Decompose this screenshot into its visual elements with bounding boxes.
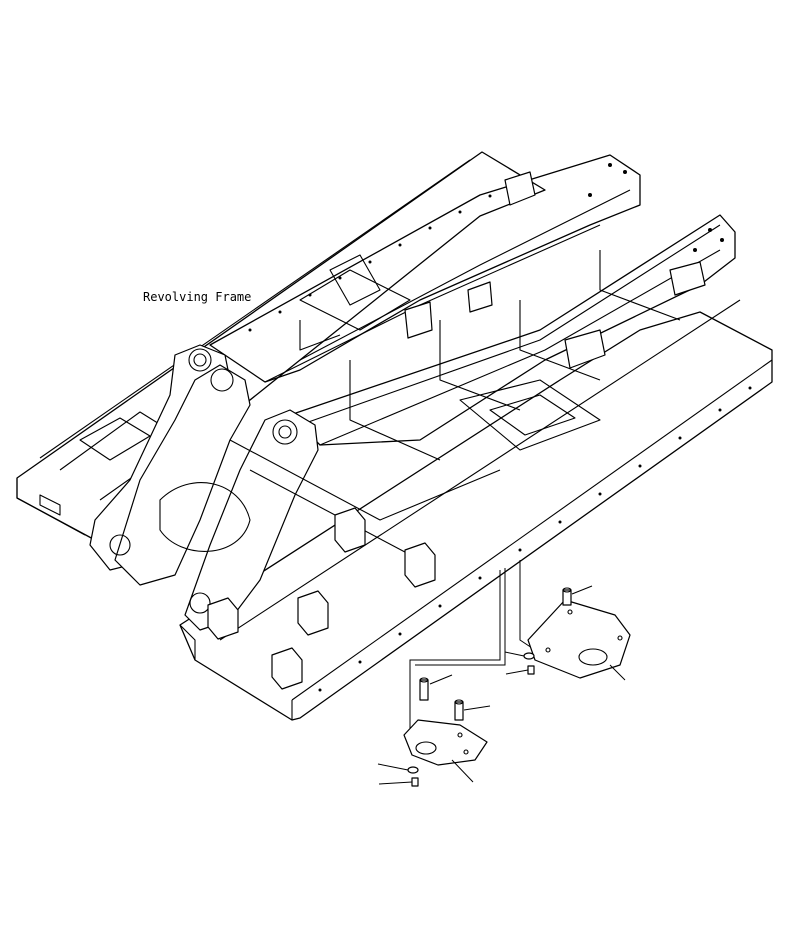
guide-pin-upper-right <box>562 587 572 606</box>
guide-pin-center <box>454 699 464 721</box>
cover-plate-large <box>527 599 631 679</box>
revolving-frame <box>16 151 773 721</box>
bolt-left <box>411 777 419 787</box>
guide-pin-left <box>419 677 429 701</box>
revolving-frame-label: Revolving Frame <box>143 290 251 304</box>
washer-right <box>523 652 535 660</box>
boom-bracket-center <box>114 364 251 586</box>
washer-left <box>407 766 419 774</box>
center-rail-lower <box>289 214 736 446</box>
center-rail-upper <box>209 154 641 383</box>
cover-plate-small <box>403 719 488 766</box>
leader-line-left <box>409 570 501 735</box>
bolt-right <box>527 665 535 675</box>
